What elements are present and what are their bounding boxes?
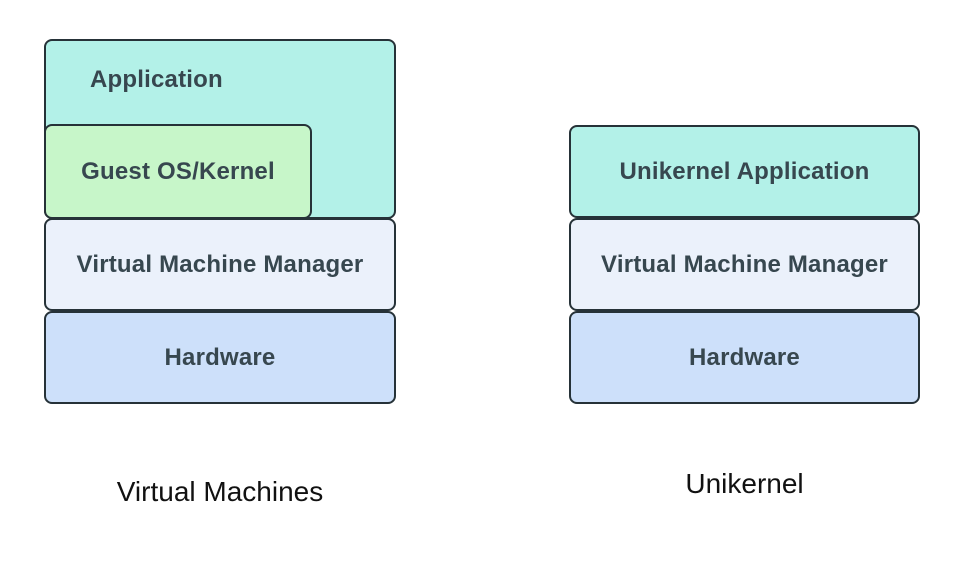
unikernel-vmm-label: Virtual Machine Manager <box>601 250 888 278</box>
unikernel-stack-caption: Unikernel <box>685 468 804 499</box>
vm-hardware-box: Hardware <box>44 311 396 404</box>
unikernel-application-box: Unikernel Application <box>569 125 920 218</box>
vm-guest-os-label: Guest OS/Kernel <box>81 157 275 185</box>
vm-vmm-box: Virtual Machine Manager <box>44 218 396 311</box>
vm-hardware-label: Hardware <box>164 343 276 371</box>
vm-stack-caption: Virtual Machines <box>116 476 324 507</box>
vm-vmm-label: Virtual Machine Manager <box>76 250 364 278</box>
vm-guest-os-box: Guest OS/Kernel <box>44 124 312 219</box>
unikernel-vmm-box: Virtual Machine Manager <box>569 218 920 311</box>
unikernel-hardware-label: Hardware <box>689 343 800 371</box>
vm-application-label: Application <box>90 66 223 93</box>
unikernel-application-label: Unikernel Application <box>619 157 870 185</box>
unikernel-hardware-box: Hardware <box>569 311 920 404</box>
